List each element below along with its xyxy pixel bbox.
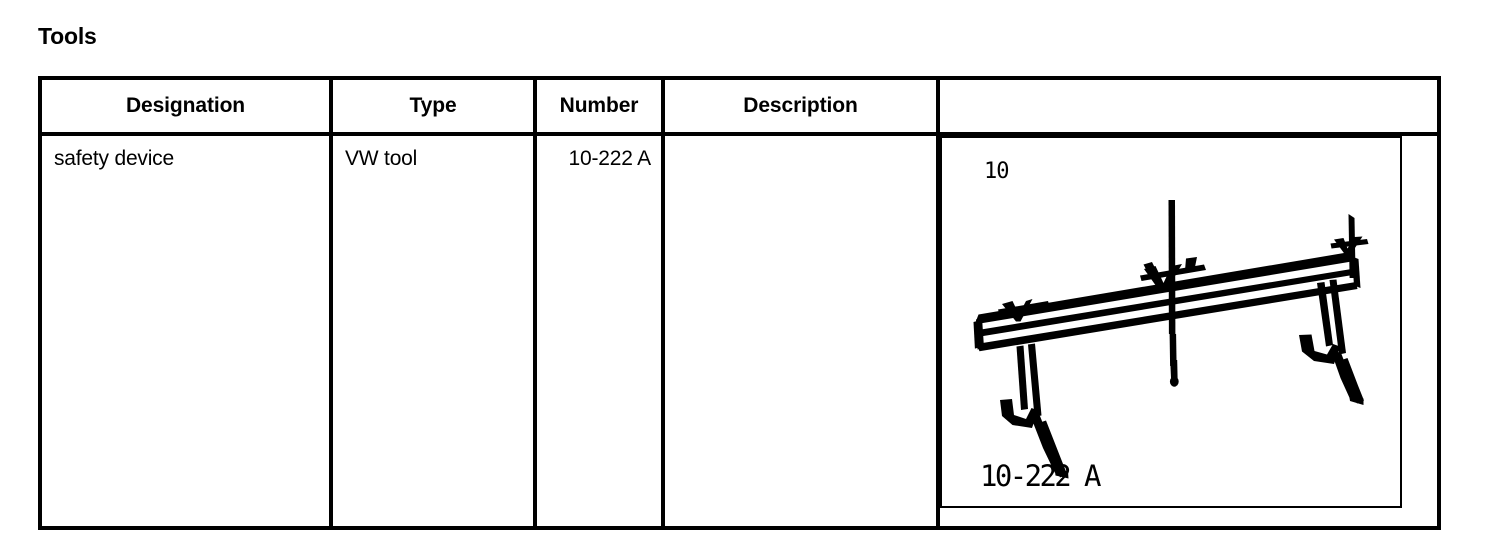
column-header-designation: Designation: [38, 78, 333, 136]
figure-caption: 10-222 A: [980, 459, 1101, 493]
number-value: 10-222 A: [568, 147, 652, 170]
table-row: safety device VW tool 10-222 A 10: [38, 134, 1441, 528]
column-header-type: Type: [329, 78, 537, 136]
column-header-description: Description: [661, 78, 940, 136]
figure-index-label: 10: [984, 159, 1009, 184]
cell-description: [661, 134, 940, 528]
page-title: Tools: [38, 23, 97, 49]
table-body: safety device VW tool 10-222 A 10: [38, 134, 1441, 528]
designation-value: safety device: [54, 147, 174, 170]
table-header-row: Designation Type Number Description: [38, 78, 1441, 136]
cell-designation: safety device: [38, 134, 333, 528]
cell-type: VW tool: [329, 134, 537, 528]
support-bar-tool-icon: [973, 200, 1369, 479]
cell-number: 10-222 A: [533, 134, 665, 528]
table-header: Designation Type Number Description: [38, 78, 1441, 136]
figure-box: 10: [940, 136, 1402, 508]
cell-figure: 10: [936, 134, 1441, 528]
tools-table: Designation Type Number Description safe…: [38, 76, 1441, 530]
column-header-number: Number: [533, 78, 665, 136]
column-header-figure: [936, 78, 1441, 136]
type-value: VW tool: [345, 147, 418, 170]
description-value: [665, 136, 936, 146]
